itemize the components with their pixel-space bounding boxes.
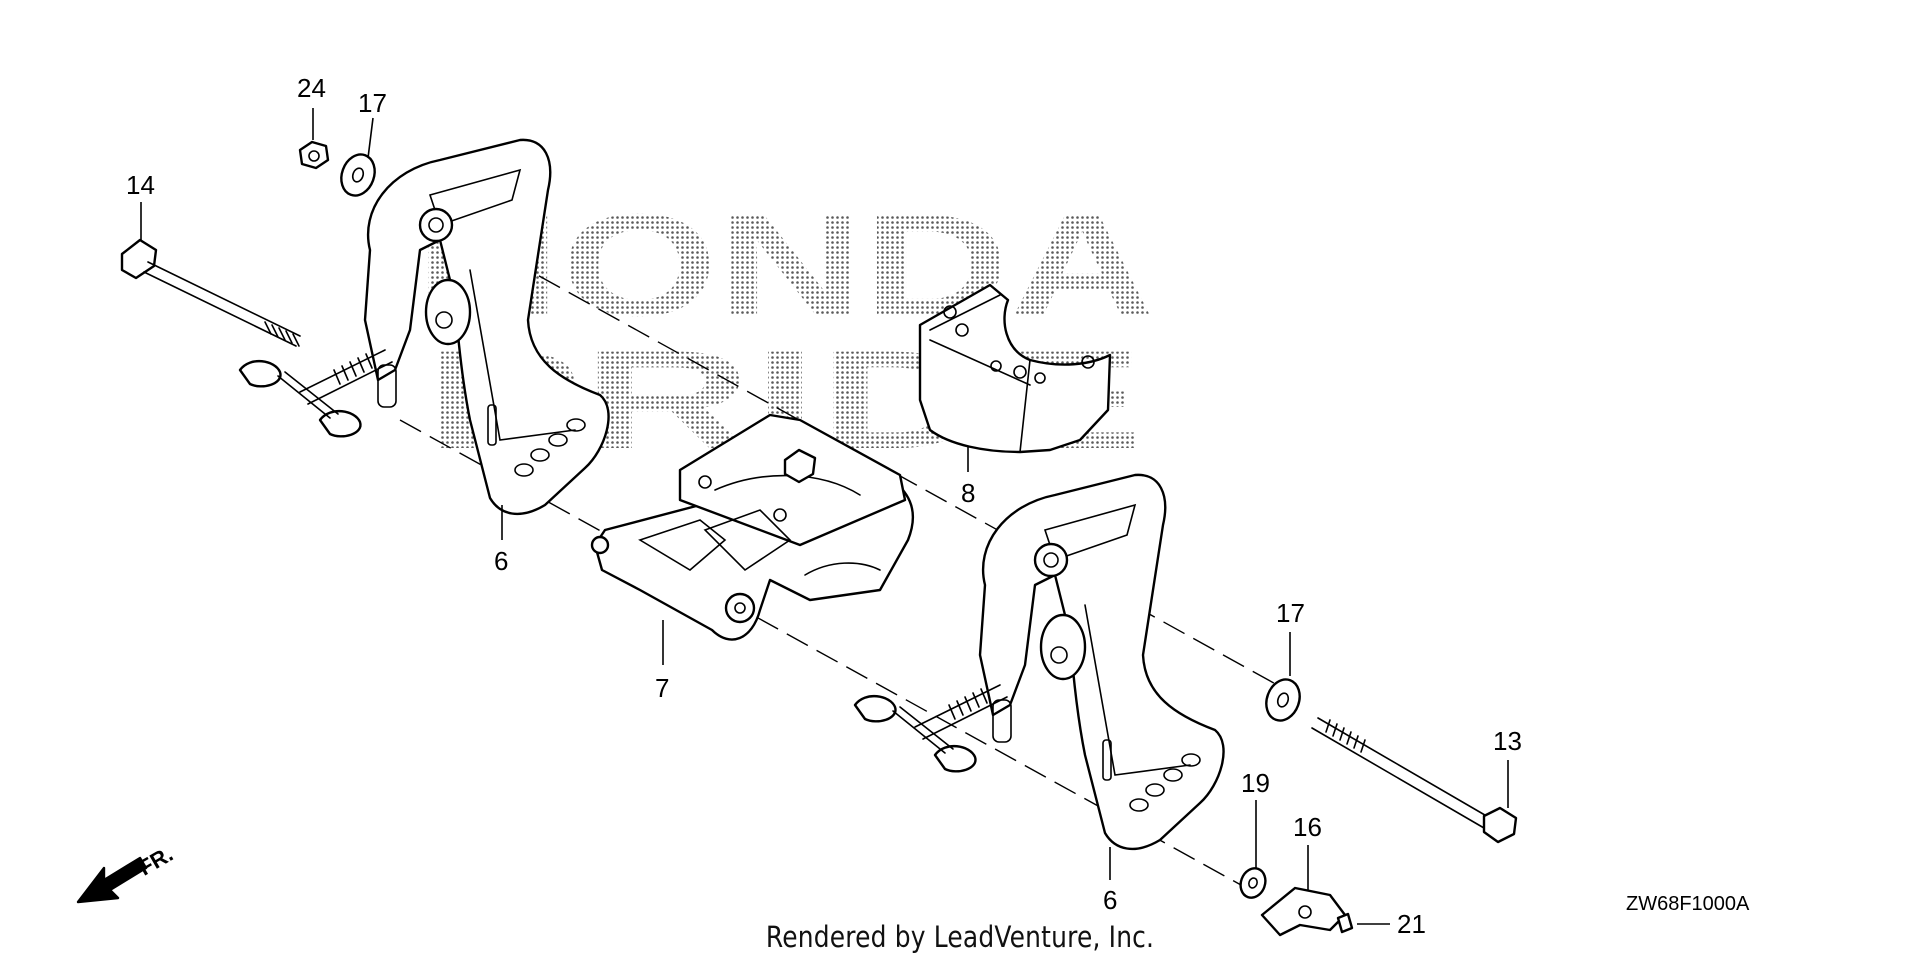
callout-17-top: 17 (358, 88, 387, 118)
callout-19: 19 (1241, 768, 1270, 798)
callout-14: 14 (126, 170, 155, 200)
callout-8: 8 (961, 478, 975, 508)
direction-label: FR. (134, 841, 177, 880)
leader-lines (140, 108, 1509, 925)
bolt-13 (1311, 717, 1518, 844)
callouts: 24 17 14 8 6 7 17 13 19 16 6 21 (126, 73, 1522, 939)
callout-21: 21 (1397, 909, 1426, 939)
render-credit: Rendered by LeadVenture, Inc. (765, 920, 1155, 954)
callout-16: 16 (1293, 812, 1322, 842)
spacer-block (918, 283, 1112, 454)
clamp-screw-right (853, 684, 1008, 773)
callout-13: 13 (1493, 726, 1522, 756)
diagram-code: ZW68F1000A (1626, 893, 1750, 915)
clamp-bracket-right (978, 473, 1225, 851)
bolt-14 (120, 238, 301, 347)
pin-21 (1336, 912, 1354, 934)
callout-17-right: 17 (1276, 598, 1305, 628)
callout-7: 7 (655, 673, 669, 703)
swivel-case (590, 413, 915, 641)
front-direction-arrow: FR. (76, 841, 177, 904)
callout-6-left: 6 (494, 546, 508, 576)
callout-24: 24 (297, 73, 326, 103)
thumb-screw-16 (1260, 886, 1347, 937)
nut-24 (298, 140, 330, 170)
washer-19 (1239, 867, 1267, 899)
clamp-bracket-left (363, 138, 610, 516)
callout-6-right: 6 (1103, 885, 1117, 915)
clamp-screw-left (238, 349, 393, 438)
washer-17-top (340, 153, 376, 197)
washer-17-right (1265, 678, 1301, 722)
